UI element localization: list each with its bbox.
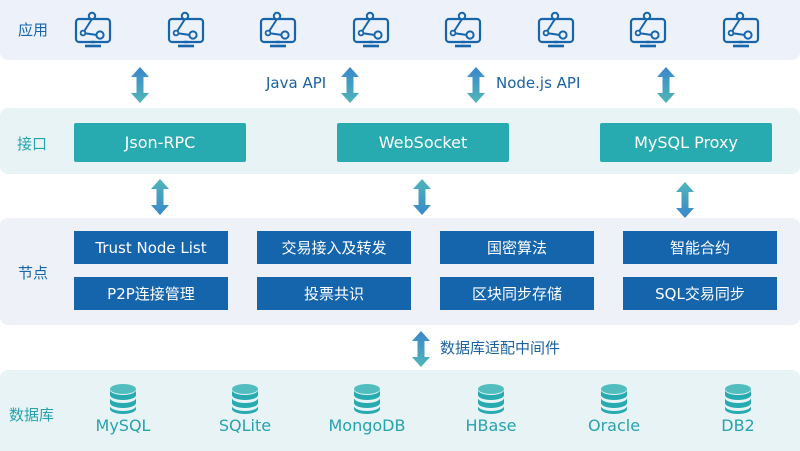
monitor-share-icon: [536, 11, 576, 51]
nodejs-api-label: Node.js API: [496, 74, 581, 92]
bidirectional-arrow-icon: [412, 179, 432, 215]
bidirectional-arrow-icon: [150, 179, 170, 215]
database-item: MongoDB: [312, 384, 422, 435]
bidirectional-arrow-icon: [675, 182, 695, 218]
node-vote-consensus: 投票共识: [257, 277, 411, 310]
database-icon: [353, 384, 381, 414]
monitor-share-icon: [628, 11, 668, 51]
database-icon: [477, 384, 505, 414]
app-layer-band: [0, 0, 800, 60]
bidirectional-arrow-icon: [656, 67, 676, 103]
interface-json-rpc: Json-RPC: [74, 123, 246, 162]
java-api-label: Java API: [266, 74, 327, 92]
node-smart-contract: 智能合约: [623, 231, 777, 264]
app-layer-label: 应用: [18, 21, 49, 39]
bidirectional-arrow-icon: [411, 331, 431, 367]
database-name: DB2: [721, 416, 755, 435]
monitor-share-icon: [258, 11, 298, 51]
database-item: DB2: [683, 384, 793, 435]
database-icon: [724, 384, 752, 414]
database-icon: [231, 384, 259, 414]
node-p2p-connection: P2P连接管理: [74, 277, 228, 310]
node-layer-label: 节点: [18, 264, 49, 282]
database-name: Oracle: [587, 416, 641, 435]
node-block-sync-storage: 区块同步存储: [440, 277, 594, 310]
database-layer-label: 数据库: [9, 406, 55, 424]
database-name: MongoDB: [328, 416, 406, 435]
monitor-share-icon: [351, 11, 391, 51]
monitor-share-icon: [73, 11, 113, 51]
database-name: MySQL: [95, 416, 151, 435]
db-middleware-label: 数据库适配中间件: [440, 339, 561, 357]
database-name: HBase: [465, 416, 517, 435]
node-tx-access-forward: 交易接入及转发: [257, 231, 411, 264]
database-item: MySQL: [68, 384, 178, 435]
database-item: SQLite: [190, 384, 300, 435]
node-sm-crypto: 国密算法: [440, 231, 594, 264]
bidirectional-arrow-icon: [340, 67, 360, 103]
database-icon: [600, 384, 628, 414]
database-item: HBase: [436, 384, 546, 435]
monitor-share-icon: [721, 11, 761, 51]
interface-layer-label: 接口: [17, 135, 48, 153]
database-item: Oracle: [559, 384, 669, 435]
database-icon: [109, 384, 137, 414]
monitor-share-icon: [166, 11, 206, 51]
interface-mysql-proxy: MySQL Proxy: [600, 123, 772, 162]
bidirectional-arrow-icon: [130, 67, 150, 103]
node-sql-tx-sync: SQL交易同步: [623, 277, 777, 310]
bidirectional-arrow-icon: [466, 67, 486, 103]
interface-websocket: WebSocket: [337, 123, 509, 162]
node-trust-node-list: Trust Node List: [74, 231, 228, 264]
monitor-share-icon: [443, 11, 483, 51]
database-name: SQLite: [218, 416, 272, 435]
